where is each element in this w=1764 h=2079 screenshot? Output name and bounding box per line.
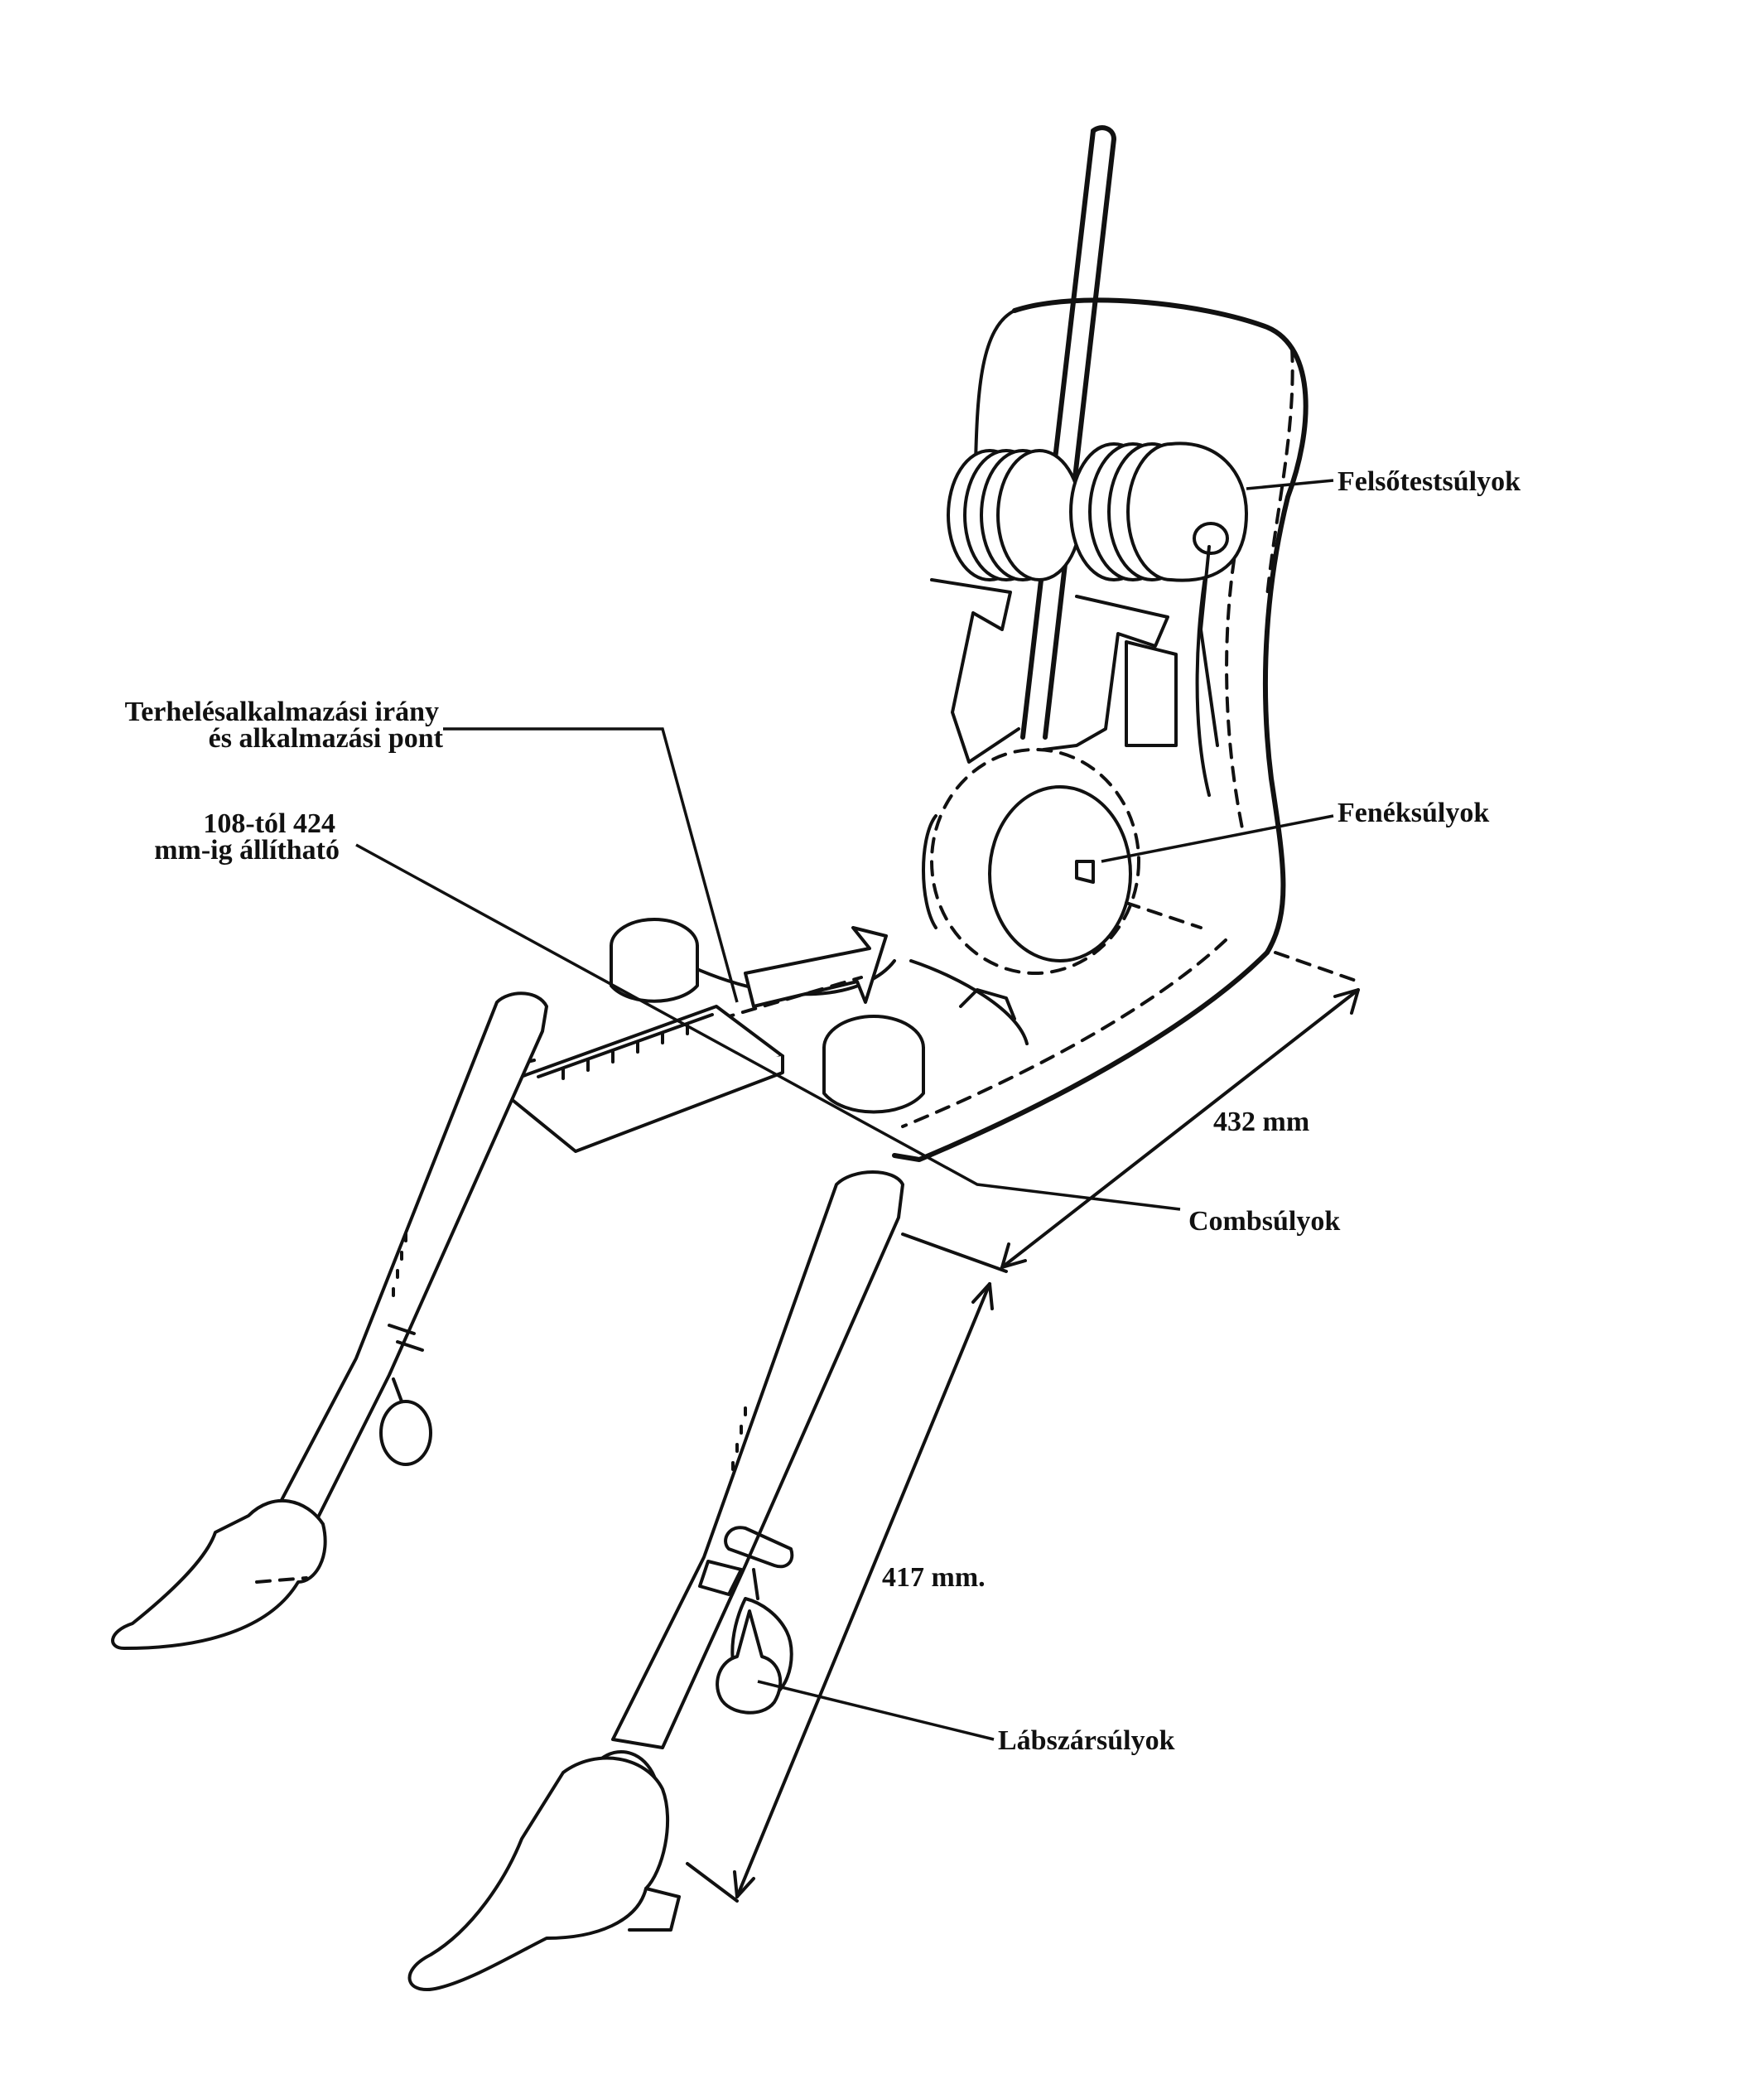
leader-lines — [355, 479, 1334, 1741]
torso-bracket — [930, 545, 1219, 764]
label-leg-weights: Lábszársúlyok — [998, 1725, 1175, 1756]
buttock-weight — [922, 748, 1140, 975]
seat-pan — [661, 901, 1270, 1162]
left-leg — [111, 991, 548, 1650]
right-leg — [407, 1170, 904, 1991]
label-adjustable-line1: 108-tól 424 — [203, 808, 335, 839]
label-adjustable-line2: mm-ig állítható — [154, 835, 340, 866]
label-thigh-weights: Combsúlyok — [1188, 1206, 1340, 1237]
load-arrow — [719, 926, 888, 1020]
upper-torso-weights — [947, 441, 1248, 582]
label-upper-torso-weights: Felsőtestsúlyok — [1337, 466, 1521, 497]
dimension-432 — [901, 951, 1360, 1273]
label-buttock-weights: Fenéksúlyok — [1337, 798, 1489, 828]
thigh-weights — [610, 918, 925, 1114]
sliding-scale — [508, 1005, 784, 1153]
label-load-direction-line2: és alkalmazási pont — [209, 723, 444, 754]
dimension-417 — [686, 1282, 994, 1903]
dimension-417-label: 417 mm. — [882, 1562, 986, 1593]
label-load-direction-line1: Terhelésalkalmazási irány — [125, 697, 439, 727]
dimension-432-label: 432 mm — [1213, 1107, 1309, 1137]
leg-weight — [716, 1609, 783, 1715]
back-rod — [1020, 125, 1116, 740]
